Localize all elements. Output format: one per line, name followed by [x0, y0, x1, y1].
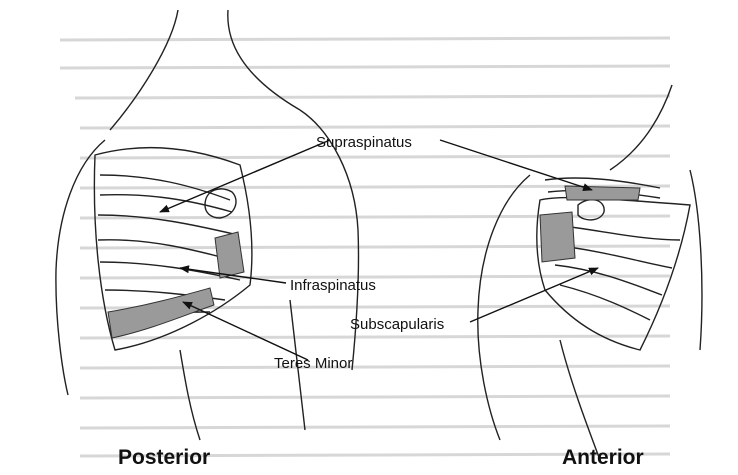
arrow-supraspinatus-anterior [440, 140, 592, 190]
teres-minor-shade [108, 288, 214, 338]
subscapularis-shade [540, 212, 575, 262]
label-subscapularis: Subscapularis [350, 316, 444, 333]
background-text-lines [60, 38, 670, 456]
label-infraspinatus: Infraspinatus [290, 277, 376, 294]
posterior-shoulder-drawing [56, 10, 359, 440]
view-label-posterior: Posterior [118, 446, 210, 470]
arrow-teres-minor [183, 302, 308, 360]
anterior-shoulder-drawing [478, 85, 702, 460]
view-label-anterior: Anterior [562, 446, 644, 470]
supraspinatus-anterior-shade [565, 186, 640, 200]
infraspinatus-shade [215, 232, 244, 278]
label-supraspinatus: Supraspinatus [316, 134, 412, 151]
label-teres-minor: Teres Minor [274, 355, 352, 372]
